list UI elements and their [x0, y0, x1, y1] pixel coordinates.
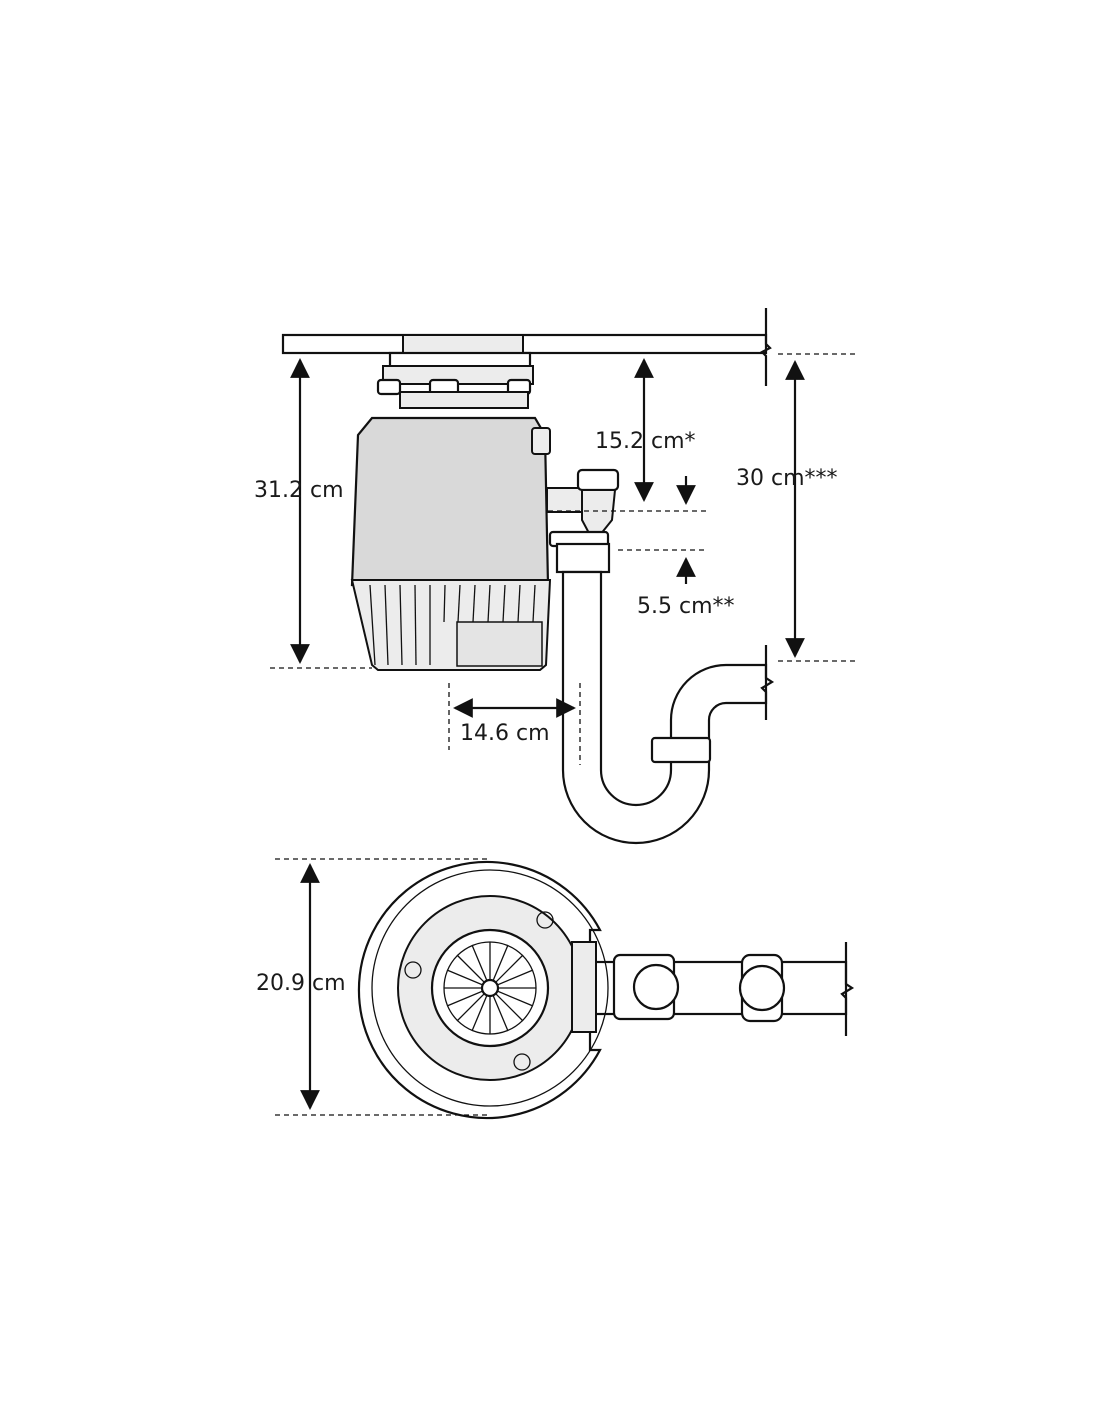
p-trap — [548, 530, 775, 845]
top-view: 20.9 cm — [256, 858, 855, 1120]
dim-outlet-horizontal: 14.6 cm — [460, 721, 550, 746]
dim-inlet-to-outlet: 15.2 cm* — [595, 429, 696, 454]
sink-slab — [281, 333, 768, 355]
dim-disposer-height: 31.2 cm — [254, 478, 344, 503]
side-view: 31.2 cm 15.2 cm* 5.5 cm** 30 cm*** 14.6 … — [254, 308, 855, 845]
mounting-assembly — [376, 334, 534, 409]
dim-outlet-offset: 5.5 cm** — [637, 594, 735, 619]
top-pipe — [588, 942, 855, 1036]
disposer-body — [350, 416, 552, 671]
slab-break — [760, 308, 772, 386]
dim-diameter: 20.9 cm — [256, 971, 346, 996]
top-pipe-break — [840, 942, 855, 1036]
dishwasher-inlet — [546, 468, 620, 536]
trap-break — [760, 645, 775, 720]
top-disposer — [357, 860, 609, 1120]
dim-overall-drop: 30 cm*** — [736, 466, 838, 491]
